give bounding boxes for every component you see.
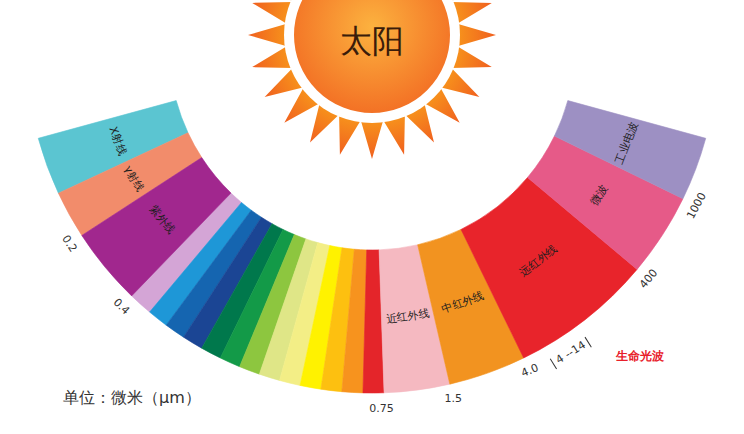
unit-note: 单位：微米（μm） xyxy=(63,389,201,407)
sun-white-ring xyxy=(284,0,460,123)
visible-band xyxy=(342,249,367,393)
spectrum-band: 工业电波 xyxy=(554,100,706,199)
visible-light-bands xyxy=(132,193,384,393)
scale-value: 400 xyxy=(637,267,660,291)
scale-value: 0.4 xyxy=(111,296,132,317)
note-text: 生命光波 xyxy=(616,350,664,363)
band-shape xyxy=(81,157,231,296)
spectrum-band: 紫外线 xyxy=(81,157,231,296)
scale-value: 4.0 xyxy=(520,363,541,381)
scale-value: 4 --14 xyxy=(550,337,592,370)
sun-rays xyxy=(248,0,496,159)
band-wedge xyxy=(554,101,705,199)
scale-value: 0.2 xyxy=(59,233,79,254)
sun-title: 太阳 xyxy=(340,24,404,59)
scale-value: 1.5 xyxy=(444,393,462,405)
scale-value: 0.75 xyxy=(369,403,394,415)
sun-disc: 太阳 xyxy=(288,0,456,119)
band-wedge xyxy=(82,158,231,296)
scale-value: 1000 xyxy=(685,190,709,220)
sun-circle xyxy=(292,0,452,115)
sun-rays-star xyxy=(248,0,496,159)
